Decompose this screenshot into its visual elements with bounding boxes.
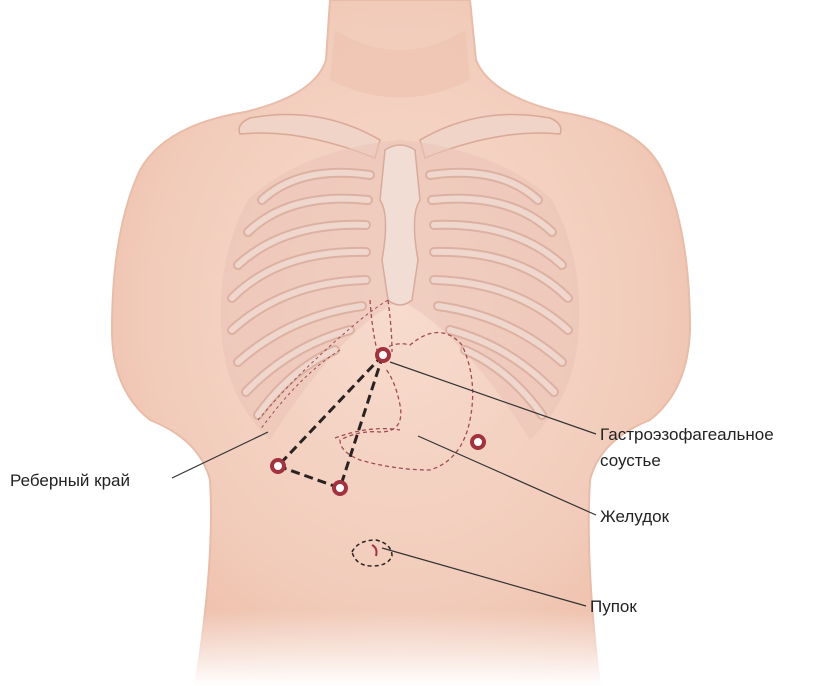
bottom-fade (0, 610, 815, 686)
port-lower (334, 482, 346, 494)
port-right (472, 436, 484, 448)
label-costal-margin: Реберный край (10, 471, 130, 490)
torso-silhouette (112, 0, 690, 686)
label-navel: Пупок (590, 597, 637, 616)
label-gej-line2: соустье (600, 451, 661, 470)
port-gej (377, 349, 389, 361)
port-left (272, 460, 284, 472)
sternum (380, 145, 420, 305)
label-stomach: Желудок (600, 507, 670, 526)
label-gej-line1: Гастроэзофагеальное (600, 425, 774, 444)
